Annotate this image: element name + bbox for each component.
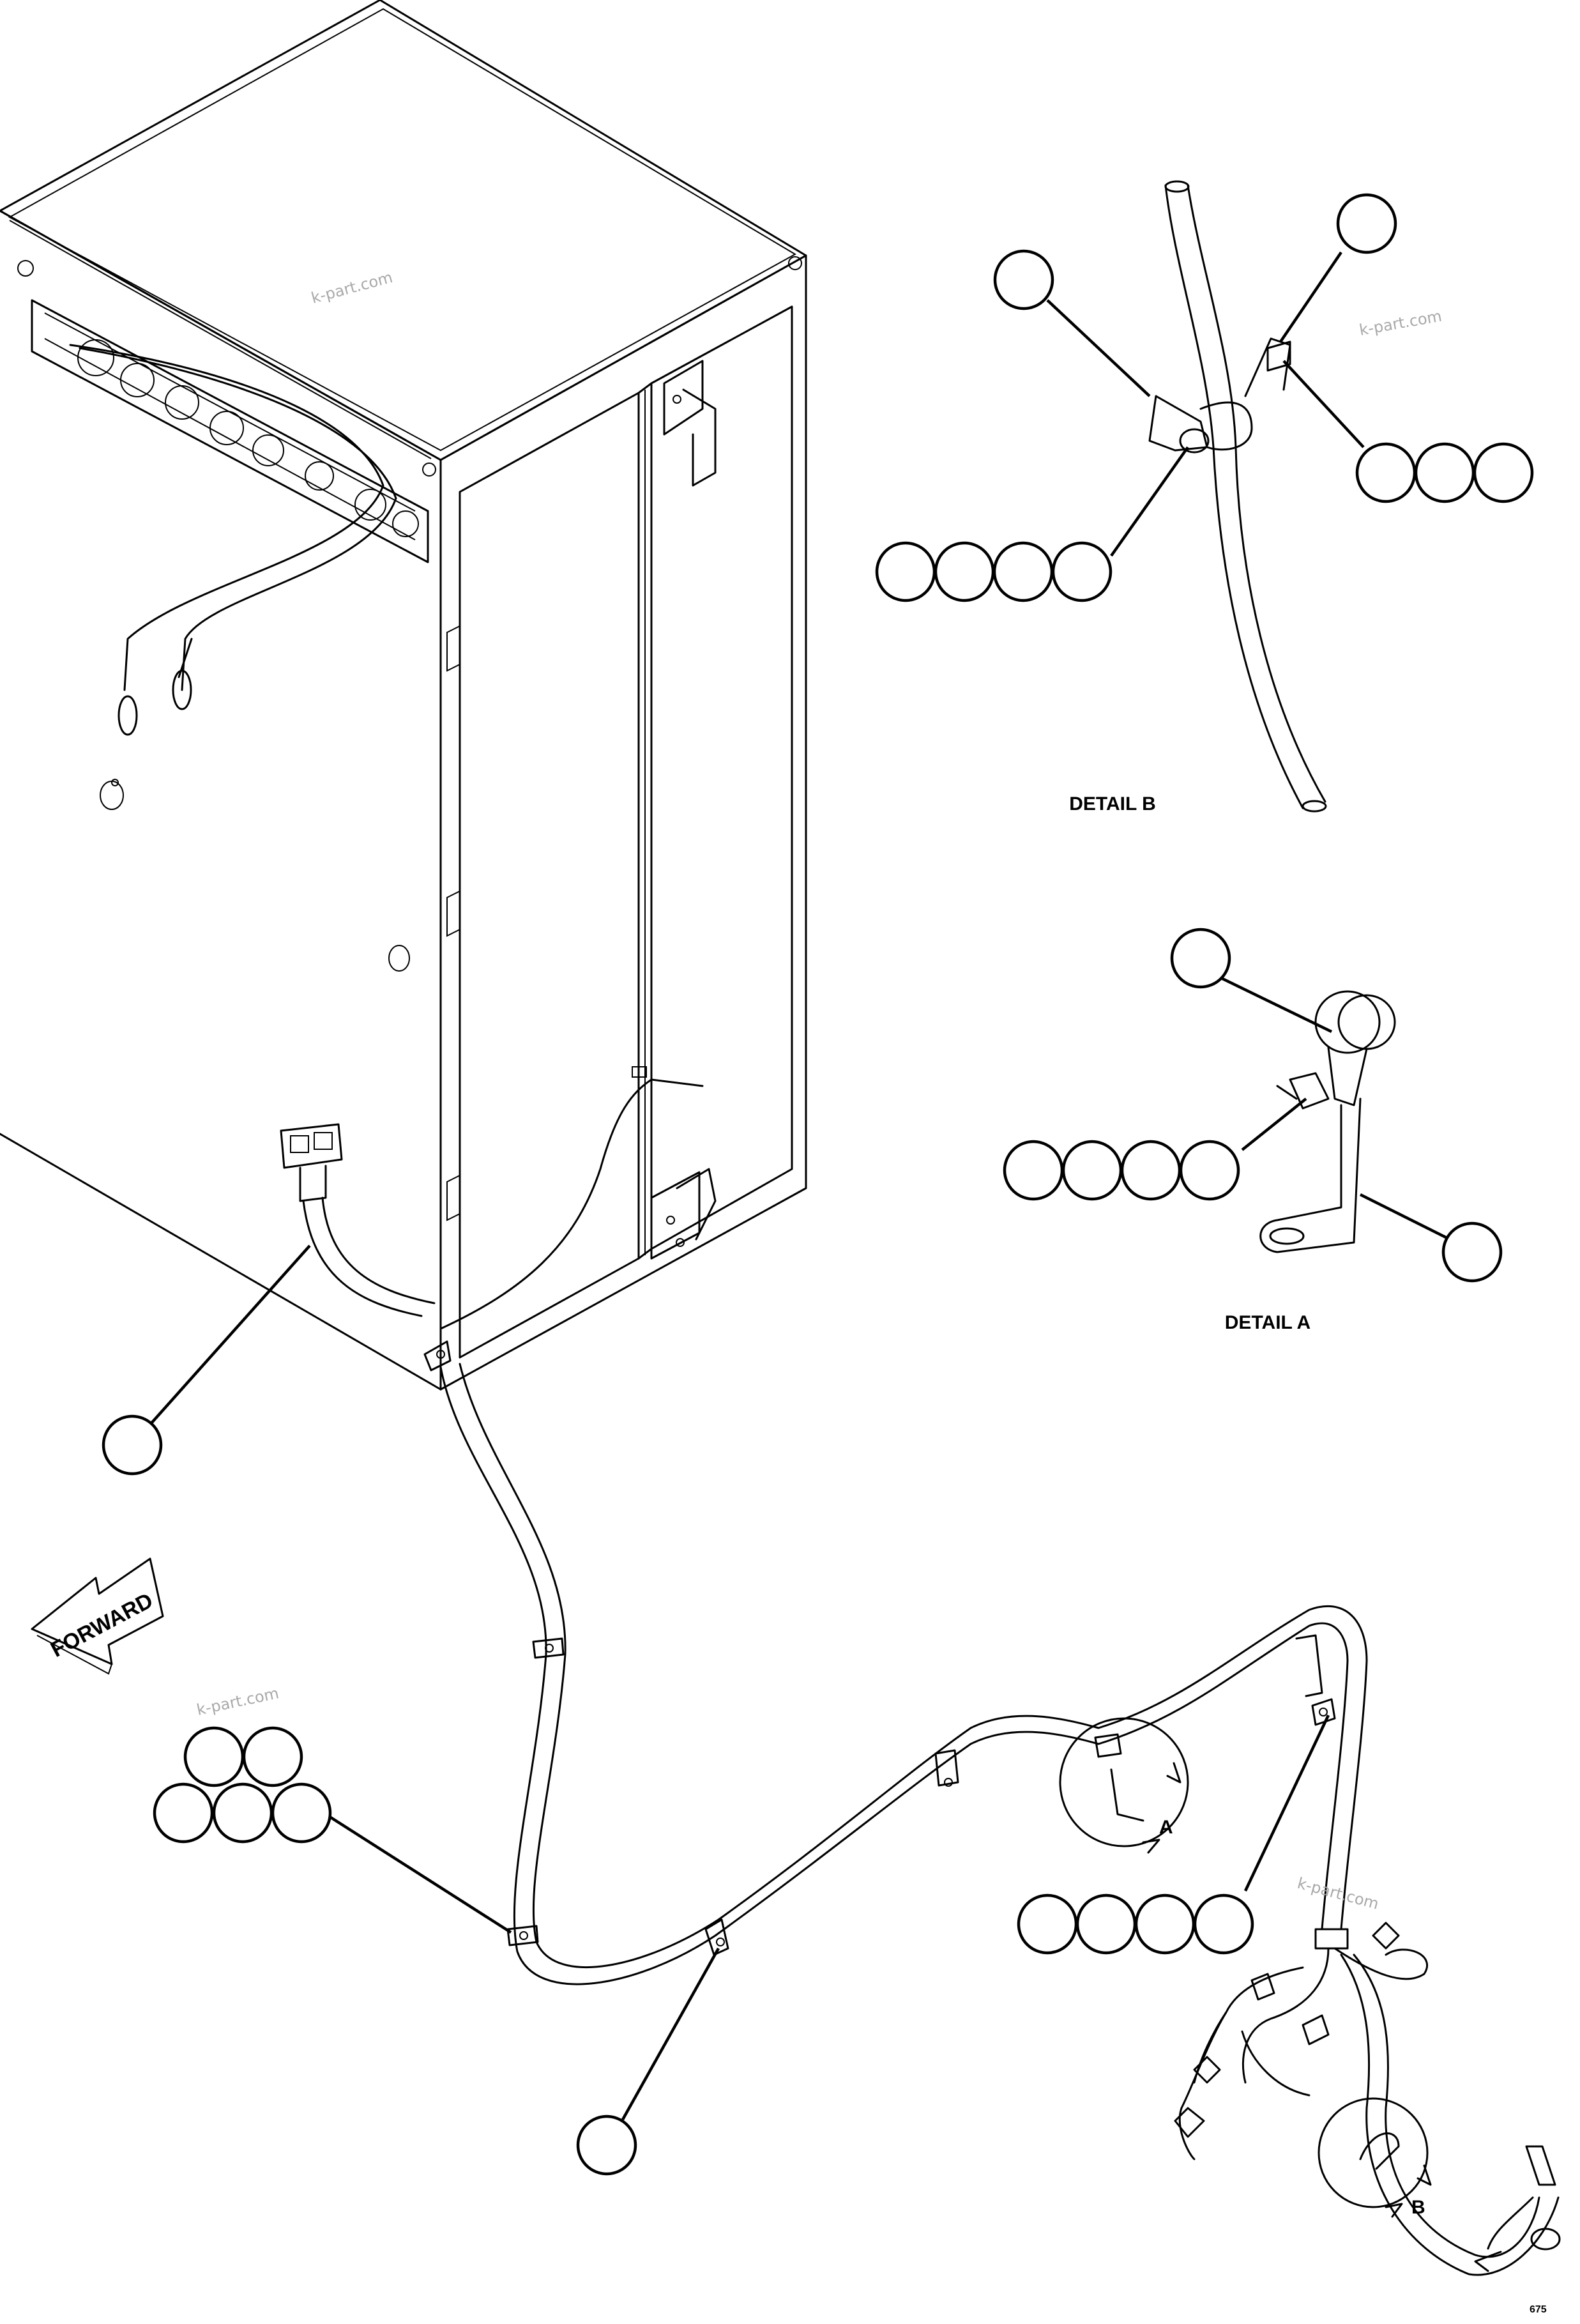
harness-branches [1174,1922,1561,2276]
clamp-balloon-2 [1075,1893,1137,1955]
detail-a-left-balloon-4 [1179,1140,1240,1201]
clip-balloon-4 [212,1782,273,1844]
electrical-cabinet [0,0,807,1391]
harness-connector [280,1123,436,1317]
detail-a-left-balloon-3 [1120,1140,1181,1201]
detail-b-illustration [1148,180,1327,813]
clip-balloon-3 [153,1782,214,1844]
cabinet-left-face [0,210,442,1391]
clamp-balloon-3 [1134,1893,1196,1955]
harness-clips [423,1340,1349,1956]
detail-a-marker [1059,1717,1189,1854]
cabinet-right-face [439,254,807,1391]
detail-a-illustration [1259,990,1396,1253]
harness-connector-balloon [102,1414,163,1476]
clip-balloon-2 [242,1726,303,1787]
door-sensor-lead [439,1078,653,1330]
ground-cables [69,344,397,736]
detail-b-bottom-balloon-4 [1051,541,1113,602]
detail-a-right-balloon [1441,1221,1503,1283]
clamp-balloon-1 [1017,1893,1078,1955]
detail-a-label: DETAIL A [1225,1312,1310,1333]
clip-balloon-5 [271,1782,332,1844]
forward-arrow: FORWARD [31,1557,164,1675]
forward-label: FORWARD [47,1588,156,1662]
view-b-label: B [1411,2197,1425,2218]
harness-trunk-outer [439,1366,1349,1985]
connector-panel [31,299,429,563]
detail-b-right-balloon-2 [1414,442,1475,503]
watermark-3: k-part.com [195,1684,280,1719]
detail-b-bottom-balloon-2 [934,541,995,602]
detail-b-marker [1318,2097,1432,2218]
sheet-code: 675 [1530,2304,1547,2315]
view-a-label: A [1159,1817,1173,1838]
watermark-2: k-part.com [1358,307,1443,339]
callout-balloons [102,193,1534,2176]
watermark-4: k-part.com [1295,1874,1380,1913]
clip-balloon-1 [183,1726,245,1787]
detail-b-bottom-balloon-1 [875,541,936,602]
wiring-harness [280,1066,1561,2276]
detail-b-label: DETAIL B [1069,793,1156,814]
watermark-1: k-part.com [309,268,394,307]
detail-b-right-balloon-3 [1473,442,1534,503]
detail-a-left-balloon-1 [1003,1140,1064,1201]
detail-b-left-balloon [993,249,1054,310]
detail-a-top-balloon [1170,928,1231,989]
detail-a-left-balloon-2 [1061,1140,1123,1201]
detail-b-top-balloon [1336,193,1397,254]
clamp-balloon-4 [1193,1893,1254,1955]
harness-bottom-balloon [576,2114,637,2176]
harness-trunk-inner [459,1363,1368,1968]
detail-b-bottom-balloon-3 [992,541,1054,602]
cabinet-doors [446,305,793,1359]
detail-b-right-balloon-1 [1355,442,1417,503]
